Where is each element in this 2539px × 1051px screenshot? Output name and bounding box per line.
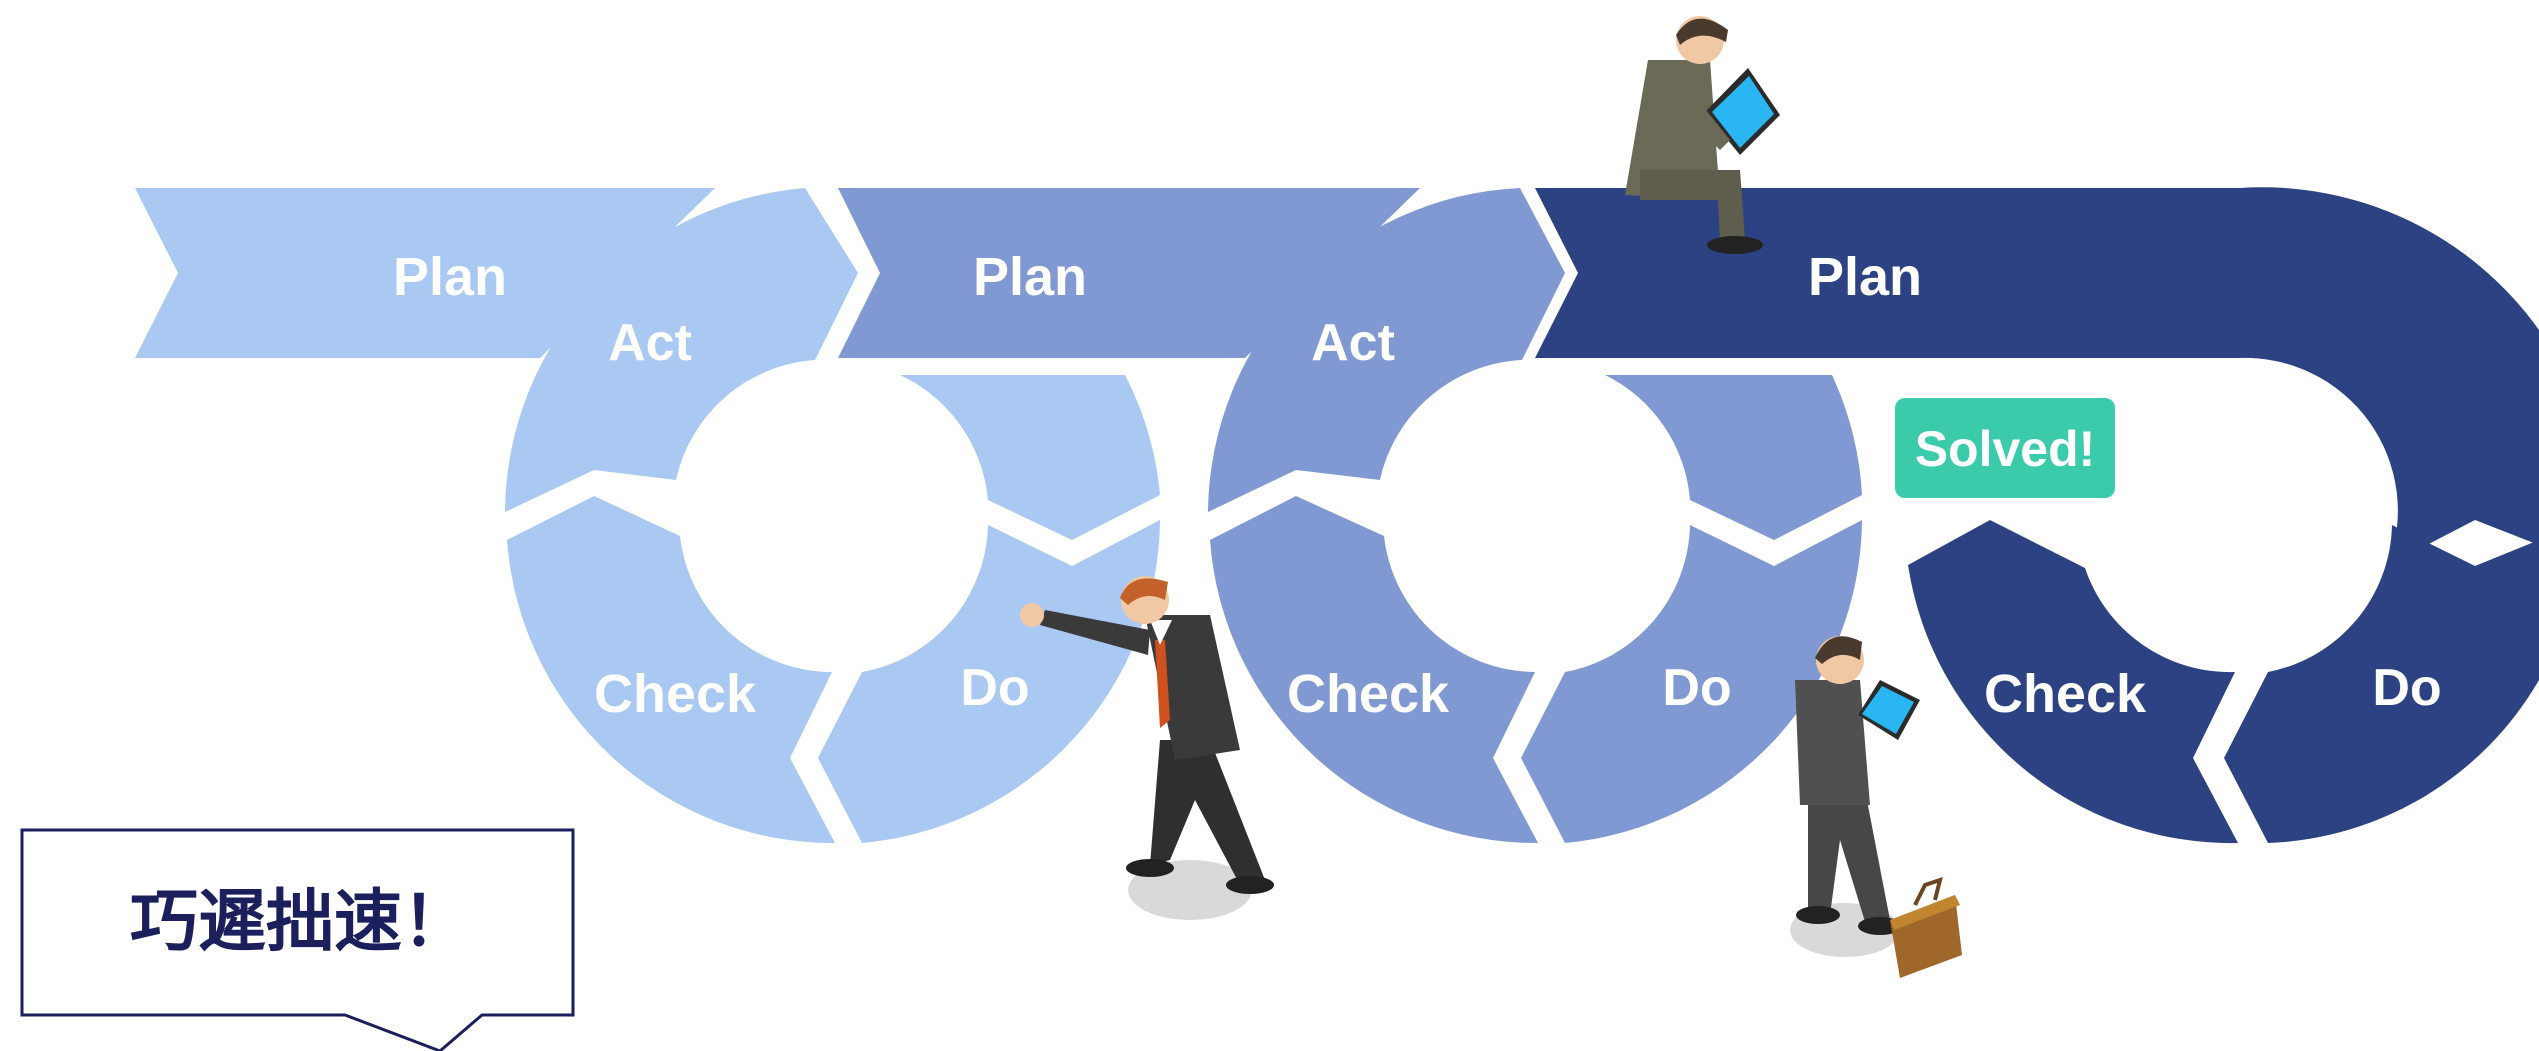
cycle-3: Plan Check Do — [1535, 187, 2539, 844]
businessman-walking-with-laptop-icon — [1790, 636, 1920, 957]
cycle-2-upper-right-segment — [1605, 375, 1862, 540]
cycle-1-check-label: Check — [594, 664, 757, 724]
cycle-2-act-label: Act — [1311, 314, 1395, 372]
cycle-1-act-segment — [505, 188, 858, 512]
callout-text: 巧遲拙速！ — [130, 883, 470, 962]
cycle-2-do-segment — [1521, 520, 1862, 843]
cycle-2: Plan Act Check Do — [838, 188, 1862, 844]
businessman-with-laptop-sitting-icon — [1625, 16, 1780, 254]
cycle-3-check-segment — [1908, 520, 2238, 844]
cycle-2-check-segment — [1210, 496, 1538, 844]
cycle-2-act-segment — [1208, 188, 1565, 512]
cycle-1-plan-label: Plan — [393, 247, 507, 307]
cycle-1-do-segment — [818, 520, 1160, 843]
cycle-2-plan-label: Plan — [973, 247, 1087, 307]
solved-badge-label: Solved! — [1915, 421, 2096, 477]
cycle-3-check-label: Check — [1984, 664, 2147, 724]
cycle-3-do-label: Do — [2372, 659, 2441, 717]
cycle-1: Plan Act Check Do — [135, 188, 1160, 844]
cycle-3-plan-segment — [1535, 187, 2539, 566]
cycle-1-do-label: Do — [960, 659, 1029, 717]
cycle-3-plan-label: Plan — [1808, 247, 1922, 307]
cycle-3-do-segment — [2224, 525, 2539, 843]
solved-badge: Solved! — [1895, 398, 2115, 498]
briefcase-icon — [1890, 876, 1962, 978]
cycle-2-do-label: Do — [1662, 659, 1731, 717]
cycle-1-upper-right-segment — [900, 375, 1160, 540]
cycle-2-plan-segment — [838, 188, 1420, 358]
callout-box: 巧遲拙速！ — [20, 828, 575, 1051]
businessman-pushing-icon — [1020, 576, 1274, 920]
cycle-1-plan-segment — [135, 188, 715, 358]
cycle-1-check-segment — [507, 496, 835, 844]
cycle-1-act-label: Act — [608, 314, 692, 372]
cycle-2-check-label: Check — [1287, 664, 1450, 724]
